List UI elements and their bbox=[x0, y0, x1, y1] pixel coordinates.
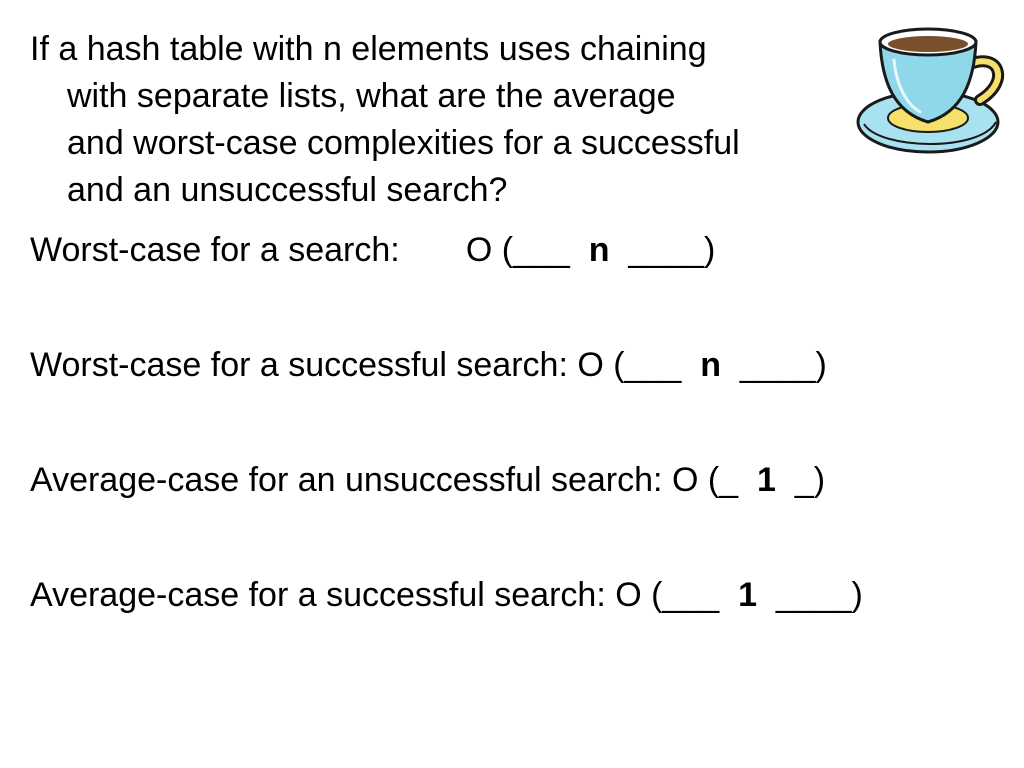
answer-value: 1 bbox=[738, 576, 757, 614]
answer-label: Worst-case for a successful search: bbox=[30, 346, 578, 384]
answer-row-average-case-unsuccessful: Average-case for an unsuccessful search:… bbox=[30, 460, 825, 500]
answer-value: 1 bbox=[756, 461, 776, 499]
answer-row-average-case-successful: Average-case for a successful search: O … bbox=[30, 575, 863, 615]
answer-label: Worst-case for a search: bbox=[30, 231, 466, 269]
question-line: and worst-case complexities for a succes… bbox=[67, 124, 740, 162]
coffee-surface bbox=[888, 36, 968, 52]
answer-open: O (_ bbox=[671, 461, 757, 499]
question-line: with separate lists, what are the averag… bbox=[67, 77, 676, 115]
answer-open: O (___ bbox=[577, 346, 701, 384]
cup-handle-fill bbox=[967, 58, 1002, 103]
answer-value: n bbox=[700, 346, 721, 384]
answer-row-worst-case-search: Worst-case for a search: O (___ n ____) bbox=[30, 230, 715, 270]
saucer-stroke bbox=[863, 121, 997, 145]
question-text: If a hash table with n elements uses cha… bbox=[30, 26, 870, 214]
answer-row-worst-case-successful: Worst-case for a successful search: O (_… bbox=[30, 345, 827, 385]
answer-close: _) bbox=[775, 461, 826, 499]
answer-close: ____) bbox=[756, 576, 863, 614]
cup-highlight bbox=[892, 58, 922, 114]
answer-open: O (___ bbox=[615, 576, 739, 614]
answer-label: Average-case for an unsuccessful search: bbox=[30, 461, 672, 499]
answer-close: ____) bbox=[609, 231, 716, 269]
cup-body bbox=[878, 40, 978, 124]
answer-close: ____) bbox=[720, 346, 827, 384]
teacup-icon bbox=[856, 27, 1005, 154]
answer-open: O (___ bbox=[465, 231, 589, 269]
question-line: If a hash table with n elements uses cha… bbox=[30, 30, 707, 68]
answer-label: Average-case for a successful search: bbox=[30, 576, 616, 614]
question-line: and an unsuccessful search? bbox=[67, 171, 508, 209]
answer-value: n bbox=[588, 231, 610, 269]
